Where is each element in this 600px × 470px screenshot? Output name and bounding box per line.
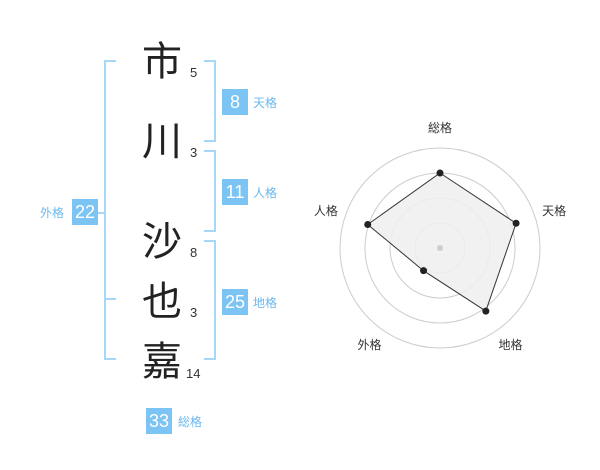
radar-point-1 <box>436 169 444 177</box>
stroke-count-4: 3 <box>190 305 198 320</box>
tenkaku-bracket <box>204 60 216 142</box>
radar-center-dot <box>437 245 443 251</box>
radar-point-4 <box>420 267 428 275</box>
radar-axis-label-4: 外格 <box>357 337 381 352</box>
jinkaku-value-box: 11 <box>222 179 248 205</box>
radar-point-5 <box>364 221 372 229</box>
name-char-1: 市 <box>142 39 182 85</box>
gaikaku-bracket-divider <box>104 298 116 300</box>
radar-polygon <box>366 172 517 312</box>
soukaku-label: 総格 <box>178 415 203 429</box>
gaikaku-bracket <box>104 60 116 360</box>
gaikaku-value-box: 22 <box>72 199 98 225</box>
radar-axis-label-2: 天格 <box>542 203 566 218</box>
soukaku-value-box: 33 <box>146 408 172 434</box>
name-char-4: 也 <box>142 279 182 325</box>
radar-axis-label-3: 地格 <box>498 337 522 352</box>
radar-axis-label-1: 総格 <box>428 120 452 135</box>
jinkaku-label: 人格 <box>253 186 278 200</box>
tenkaku-value-box: 8 <box>222 89 248 115</box>
name-char-3: 沙 <box>142 219 182 265</box>
name-char-5: 嘉 <box>142 339 182 385</box>
chikaku-bracket <box>204 240 216 360</box>
stroke-count-2: 3 <box>190 145 198 160</box>
chikaku-label: 地格 <box>253 296 278 310</box>
stroke-count-1: 5 <box>190 65 198 80</box>
name-char-2: 川 <box>142 119 182 165</box>
radar-point-2 <box>512 219 520 227</box>
stroke-count-5: 14 <box>186 366 201 381</box>
radar-axis-label-5: 人格 <box>314 203 338 218</box>
chikaku-value-box: 25 <box>222 289 248 315</box>
gaikaku-bracket-tick <box>96 212 106 214</box>
radar-point-3 <box>482 307 490 315</box>
jinkaku-bracket <box>204 150 216 232</box>
stroke-count-3: 8 <box>190 245 198 260</box>
tenkaku-label: 天格 <box>253 96 278 110</box>
gaikaku-label: 外格 <box>40 206 65 220</box>
